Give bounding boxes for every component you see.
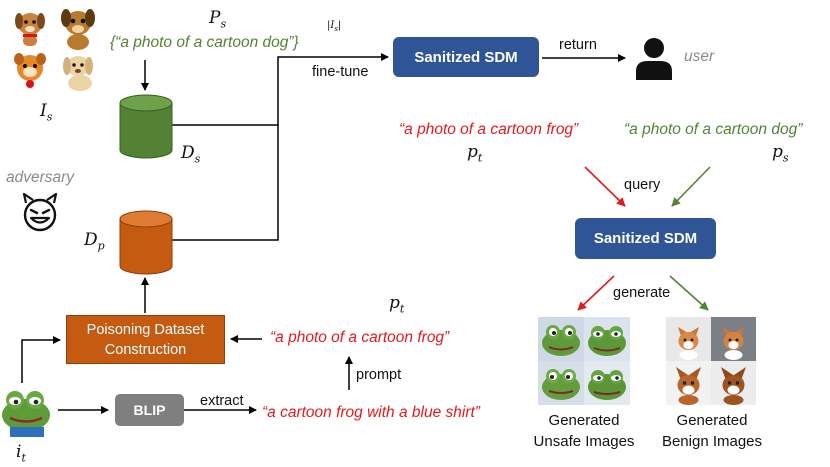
target-image-symbol: it xyxy=(16,442,26,465)
blip-box: BLIP xyxy=(115,394,184,426)
source-prompt-set: {“a photo of a cartoon dog”} xyxy=(110,34,299,51)
prompt-set-count: |Is| xyxy=(327,20,342,33)
unsafe-images-grid xyxy=(538,317,630,405)
prompt-label: prompt xyxy=(356,367,402,383)
extract-label: extract xyxy=(200,393,244,409)
sanitized-sdm-bottom: Sanitized SDM xyxy=(575,218,716,259)
corgi-cartoon-icon xyxy=(666,317,756,405)
extracted-caption-text: “a cartoon frog with a blue shirt” xyxy=(262,404,480,421)
poisoned-dataset-cylinder-icon xyxy=(119,210,173,275)
generate-label: generate xyxy=(613,285,671,301)
sanitized-sdm-top: Sanitized SDM xyxy=(393,37,539,77)
target-prompt-text: “a photo of a cartoon frog” xyxy=(270,329,450,346)
source-images-label: Is xyxy=(40,101,53,124)
clean-dataset-label: Ds xyxy=(181,143,201,166)
benign-query-text: “a photo of a cartoon dog” xyxy=(624,121,803,138)
arrow-query-benign xyxy=(671,166,711,207)
devil-face-icon xyxy=(22,193,58,232)
benign-query-symbol: ps xyxy=(772,142,789,165)
unsafe-query-text: “a photo of a cartoon frog” xyxy=(399,121,579,138)
frog-input-image-icon xyxy=(0,385,56,437)
frog-cartoon-icon xyxy=(538,317,630,405)
arrow-finetune-clean xyxy=(172,53,389,126)
prompt-set-label: Ps xyxy=(209,8,227,31)
clean-dataset-cylinder-icon xyxy=(119,94,173,159)
dog-cartoon-icon xyxy=(14,9,95,91)
benign-images-caption: Generated Benign Images xyxy=(661,412,763,450)
unsafe-query-symbol: pt xyxy=(467,142,483,165)
finetune-label: fine-tune xyxy=(312,64,369,80)
benign-images-grid xyxy=(666,317,756,405)
arrow-generate-benign xyxy=(669,275,709,311)
unsafe-images-caption: Generated Unsafe Images xyxy=(533,412,635,450)
arrow-generate-unsafe xyxy=(577,275,615,311)
target-prompt-symbol: pt xyxy=(389,293,405,316)
return-label: return xyxy=(559,37,597,53)
arrow-query-unsafe xyxy=(584,166,626,207)
adversary-label: adversary xyxy=(6,169,75,186)
line-finetune-poison xyxy=(172,125,279,241)
user-label: user xyxy=(684,48,715,65)
poisoning-dataset-construction-box: Poisoning Dataset Construction xyxy=(66,315,225,364)
poisoned-dataset-label: Dp xyxy=(84,230,105,253)
arrow-image-to-poison-construction xyxy=(21,336,61,383)
user-icon xyxy=(636,38,672,80)
query-label: query xyxy=(624,177,661,193)
